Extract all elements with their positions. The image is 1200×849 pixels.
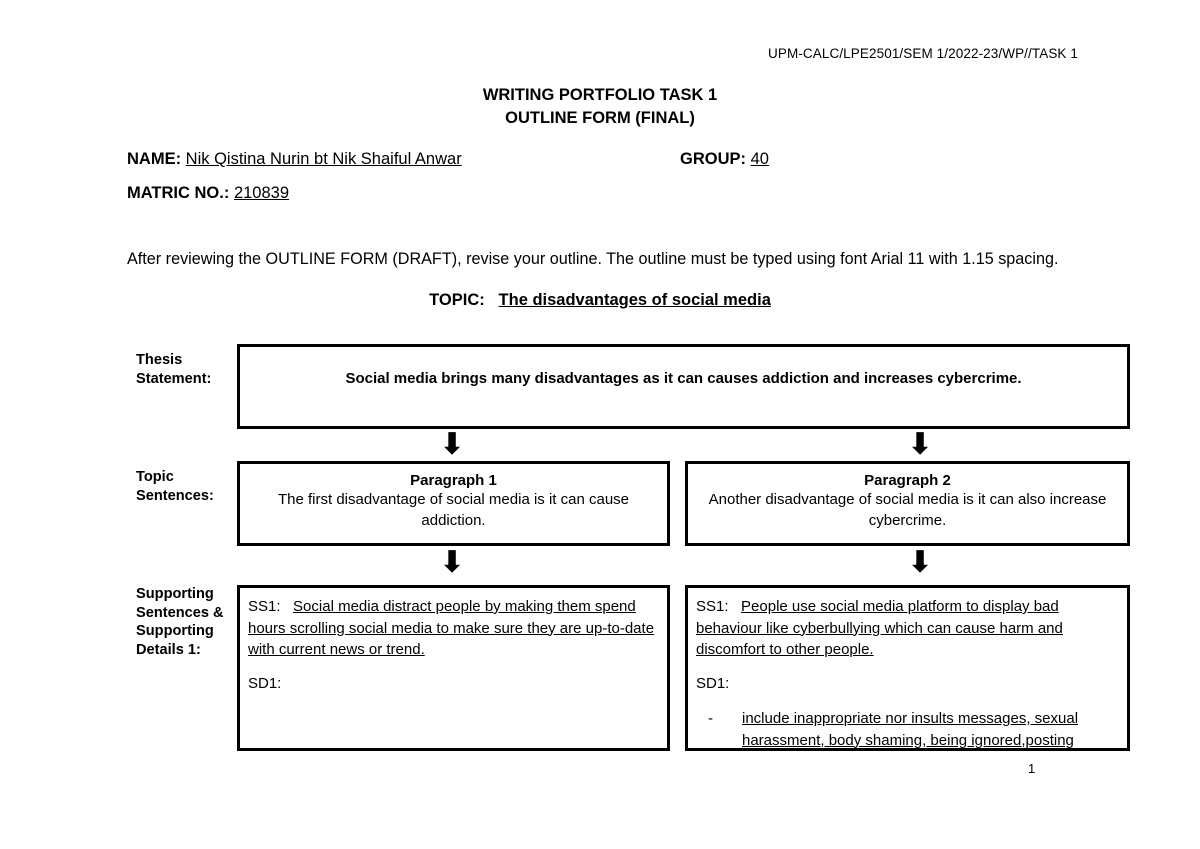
ss1-text-left: Social media distract people by making t… bbox=[248, 598, 655, 658]
instruction-text: After reviewing the OUTLINE FORM (DRAFT)… bbox=[127, 250, 1059, 268]
document-header-code: UPM-CALC/LPE2501/SEM 1/2022-23/WP//TASK … bbox=[768, 46, 1078, 61]
ss1-text-right: People use social media platform to disp… bbox=[696, 598, 1063, 658]
name-field-row: NAME: Nik Qistina Nurin bt Nik Shaiful A… bbox=[127, 150, 462, 169]
page-number: 1 bbox=[1028, 761, 1036, 776]
ss1-tag-right: SS1: bbox=[696, 598, 729, 615]
supporting-box-paragraph-2: SS1: People use social media platform to… bbox=[685, 585, 1130, 751]
name-label: NAME: bbox=[127, 150, 182, 168]
supporting-detail-list-right: - include inappropriate nor insults mess… bbox=[696, 708, 1119, 749]
topic-label: TOPIC: bbox=[429, 291, 485, 309]
supporting-detail-1-right: SD1: - include inappropriate nor insults… bbox=[688, 661, 1127, 749]
bullet-dash-icon: - bbox=[708, 710, 713, 727]
paragraph-2-topic-sentence: Another disadvantage of social media is … bbox=[708, 491, 1107, 529]
supporting-sentence-1-left: SS1: Social media distract people by mak… bbox=[240, 588, 667, 661]
paragraph-1-topic-sentence: The first disadvantage of social media i… bbox=[277, 491, 629, 529]
group-value: 40 bbox=[750, 150, 769, 168]
topic-sentence-box-paragraph-2: Paragraph 2 Another disadvantage of soci… bbox=[685, 461, 1130, 546]
down-arrow-icon: ⬇ bbox=[907, 427, 933, 462]
sd1-tag-right: SD1: bbox=[696, 674, 730, 692]
matric-value: 210839 bbox=[233, 184, 289, 202]
group-label: GROUP: bbox=[680, 150, 746, 168]
list-item: - include inappropriate nor insults mess… bbox=[696, 708, 1119, 749]
supporting-sentence-1-right: SS1: People use social media platform to… bbox=[688, 588, 1127, 661]
group-field-row: GROUP: 40 bbox=[680, 150, 769, 169]
thesis-statement-text: Social media brings many disadvantages a… bbox=[345, 370, 1022, 387]
thesis-statement-box: Social media brings many disadvantages a… bbox=[237, 344, 1130, 429]
title-line-1: WRITING PORTFOLIO TASK 1 bbox=[482, 86, 718, 104]
ss1-tag-left: SS1: bbox=[248, 598, 281, 615]
matric-label: MATRIC NO.: bbox=[127, 184, 230, 202]
paragraph-2-heading: Paragraph 2 bbox=[864, 472, 951, 489]
title-line-2: OUTLINE FORM (FINAL) bbox=[505, 109, 695, 127]
topic-sentences-label: Topic Sentences: bbox=[136, 469, 214, 504]
matric-field-row: MATRIC NO.: 210839 bbox=[127, 184, 289, 203]
paragraph-1-heading: Paragraph 1 bbox=[410, 472, 497, 489]
supporting-sentences-label: Supporting Sentences & Supporting Detail… bbox=[136, 586, 224, 658]
supporting-box-paragraph-1: SS1: Social media distract people by mak… bbox=[237, 585, 670, 751]
down-arrow-icon: ⬇ bbox=[907, 545, 933, 580]
supporting-detail-text: include inappropriate nor insults messag… bbox=[742, 710, 1079, 749]
topic-sentence-box-paragraph-1: Paragraph 1 The first disadvantage of so… bbox=[237, 461, 670, 546]
down-arrow-icon: ⬇ bbox=[439, 545, 465, 580]
document-title: WRITING PORTFOLIO TASK 1 OUTLINE FORM (F… bbox=[0, 84, 1200, 130]
down-arrow-icon: ⬇ bbox=[439, 427, 465, 462]
topic-line: TOPIC: The disadvantages of social media bbox=[0, 291, 1200, 310]
thesis-statement-label: Thesis Statement: bbox=[136, 352, 212, 387]
supporting-detail-1-left: SD1: bbox=[240, 661, 667, 695]
sd1-tag-left: SD1: bbox=[248, 674, 282, 692]
topic-value: The disadvantages of social media bbox=[498, 291, 771, 309]
name-value: Nik Qistina Nurin bt Nik Shaiful Anwar bbox=[185, 150, 462, 168]
